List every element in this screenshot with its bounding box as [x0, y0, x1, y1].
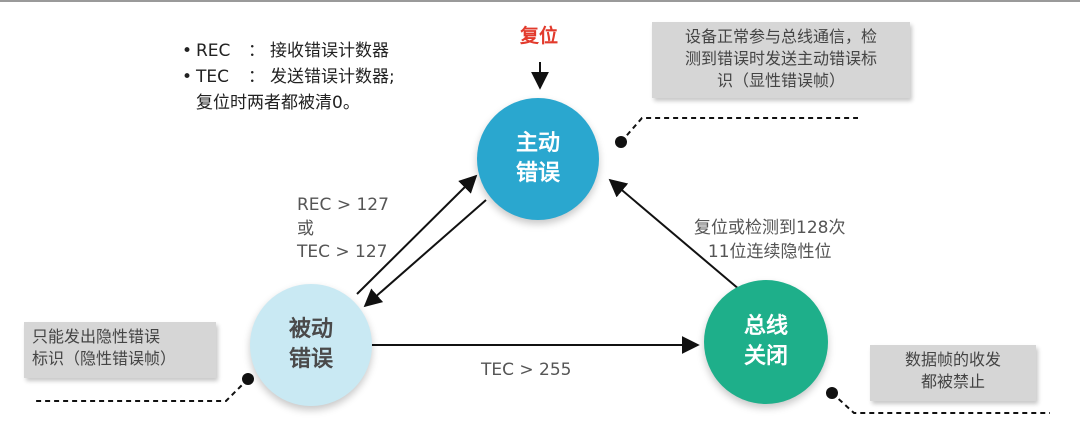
condition-tec: TEC > 127 — [297, 242, 388, 262]
condition-rec: REC > 127 — [297, 195, 389, 215]
reset-note: 复位时两者都被清0。 — [196, 93, 360, 113]
leader-busoff — [826, 387, 1050, 414]
condition-tec-255: TEC > 255 — [481, 360, 572, 380]
leader-active — [615, 117, 858, 148]
counter-legend: • REC ： 接收错误计数器 • TEC ： 发送错误计数器; 复位时两者都被… — [182, 38, 395, 116]
colon: ： — [248, 67, 265, 87]
arrow-active-to-passive — [363, 199, 487, 308]
rec-desc: 接收错误计数器 — [270, 41, 389, 61]
state-bus-off: 总线 关闭 — [704, 280, 828, 404]
condition-or: 或 — [297, 219, 314, 239]
note-error-active: 设备正常参与总线通信，检 测到错误时发送主动错误标 识（显性错误帧） — [652, 22, 910, 98]
reset-label: 复位 — [520, 25, 559, 47]
bullet-dot-icon: • — [182, 41, 193, 61]
arrow-busoff-to-active — [608, 178, 741, 291]
arrow-passive-to-active — [356, 174, 478, 295]
tec-abbr: TEC — [196, 67, 229, 87]
tec-bullet: • TEC ： 发送错误计数器; — [182, 64, 395, 90]
state-error-active: 主动 错误 — [477, 98, 599, 220]
colon: ： — [248, 41, 265, 61]
note-bus-off: 数据帧的收发 都被禁止 — [870, 345, 1036, 401]
leader-passive — [36, 373, 254, 402]
top-border — [0, 0, 1080, 2]
state-error-passive: 被动 错误 — [250, 284, 372, 406]
rec-bullet: • REC ： 接收错误计数器 — [182, 38, 395, 64]
bullet-dot-icon: • — [182, 67, 193, 87]
condition-busoff-recovery: 复位或检测到128次 11位连续隐性位 — [694, 218, 846, 262]
tec-desc: 发送错误计数器; — [270, 67, 395, 87]
note-error-passive: 只能发出隐性错误 标识（隐性错误帧） — [24, 322, 216, 378]
rec-abbr: REC — [196, 41, 231, 61]
